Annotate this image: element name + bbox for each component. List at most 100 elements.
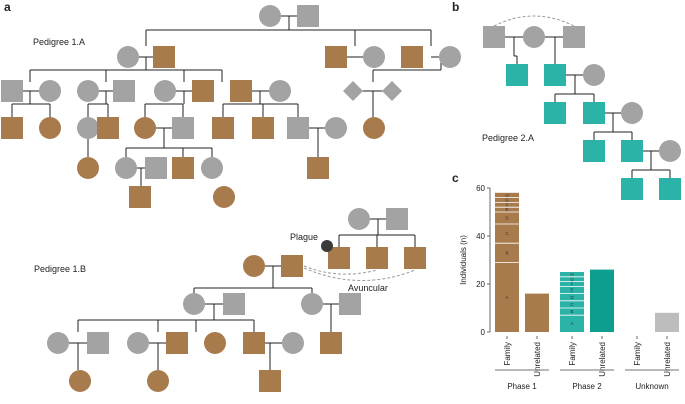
male-individual <box>192 80 214 102</box>
male-individual <box>243 332 265 354</box>
female-individual <box>147 370 169 392</box>
bar <box>590 269 614 332</box>
female-individual <box>201 157 223 179</box>
male-individual <box>621 178 643 200</box>
y-tick-label: 20 <box>476 280 485 289</box>
pedigree-lines <box>11 15 671 370</box>
male-individual <box>544 64 566 86</box>
male-individual <box>583 140 605 162</box>
male-individual <box>1 117 23 139</box>
bar-segment-label: A <box>570 321 573 326</box>
plague-annotation: Plague <box>290 232 318 242</box>
y-tick-label: 0 <box>481 328 486 337</box>
x-tick-label: Family <box>568 342 577 366</box>
female-individual <box>39 117 61 139</box>
male-individual <box>230 80 252 102</box>
bar-segment-label: A <box>505 295 508 300</box>
female-individual <box>77 80 99 102</box>
panel-label-c: c <box>452 171 459 185</box>
bar-segment-label: F <box>506 202 509 207</box>
male-individual <box>281 255 303 277</box>
female-individual <box>325 117 347 139</box>
bar-segment-label: B <box>505 250 508 255</box>
male-individual <box>320 332 342 354</box>
male-individual <box>129 186 151 208</box>
male-individual <box>1 80 23 102</box>
female-individual <box>659 140 681 162</box>
pedigree-individuals <box>1 5 681 392</box>
male-individual <box>339 293 361 315</box>
female-individual <box>621 102 643 124</box>
bar-segment-label: H <box>570 272 573 277</box>
bar-segment-label: G <box>505 198 509 203</box>
x-tick-label: Unrelated <box>598 342 607 377</box>
male-individual <box>287 117 309 139</box>
unknown-sex-individual <box>382 81 402 101</box>
bar-segment-label: H <box>505 193 508 198</box>
male-individual <box>659 178 681 200</box>
male-individual <box>145 157 167 179</box>
bar <box>655 312 679 332</box>
male-individual <box>404 247 426 269</box>
female-individual <box>77 117 99 139</box>
pedigree-2a-dashed-link <box>493 15 575 27</box>
female-individual <box>127 332 149 354</box>
bar <box>525 293 549 332</box>
female-individual <box>69 370 91 392</box>
bar-segment-label: B <box>570 309 573 314</box>
female-individual <box>47 332 69 354</box>
male-individual <box>87 332 109 354</box>
male-individual <box>544 102 566 124</box>
male-individual <box>97 117 119 139</box>
group-label: Unknown <box>635 382 668 391</box>
avuncular-annotation: Avuncular <box>348 283 388 293</box>
female-individual <box>204 332 226 354</box>
panel-label-b: b <box>452 0 459 14</box>
male-individual <box>506 64 528 86</box>
x-tick-label: Family <box>633 342 642 366</box>
bar-segment-label: G <box>570 277 574 282</box>
y-axis-label: Individuals (n) <box>459 235 468 285</box>
female-individual <box>363 46 385 68</box>
y-tick-label: 40 <box>476 232 485 241</box>
male-individual <box>172 117 194 139</box>
female-individual <box>439 46 461 68</box>
female-individual <box>583 64 605 86</box>
female-individual <box>282 332 304 354</box>
bar-segment-label: C <box>505 231 509 236</box>
male-individual <box>259 370 281 392</box>
male-individual <box>401 46 423 68</box>
male-individual <box>212 117 234 139</box>
x-tick-label: Family <box>503 342 512 366</box>
female-individual <box>259 5 281 27</box>
y-tick-label: 60 <box>476 184 485 193</box>
male-individual <box>621 140 643 162</box>
male-individual <box>325 46 347 68</box>
x-tick-label: Unrelated <box>663 342 672 377</box>
male-individual <box>366 247 388 269</box>
male-individual <box>583 102 605 124</box>
female-individual <box>183 293 205 315</box>
female-individual <box>301 293 323 315</box>
pedigree-1a-label: Pedigree 1.A <box>33 37 85 47</box>
female-individual <box>363 117 385 139</box>
male-individual <box>172 157 194 179</box>
pedigree-2a-label: Pedigree 2.A <box>482 133 534 143</box>
relationship-dashes <box>303 15 575 281</box>
female-individual <box>213 186 235 208</box>
bar-segment-label: E <box>505 207 508 212</box>
male-individual <box>307 157 329 179</box>
bar-segment-label: D <box>570 295 574 300</box>
male-individual <box>153 46 175 68</box>
female-individual <box>134 117 156 139</box>
female-individual <box>243 255 265 277</box>
bar-segment-label: F <box>571 282 574 287</box>
female-individual <box>117 46 139 68</box>
plague-marker <box>321 240 333 252</box>
group-label: Phase 2 <box>572 382 602 391</box>
male-individual <box>297 5 319 27</box>
male-individual <box>386 208 408 230</box>
bar-segment-label: D <box>505 216 509 221</box>
